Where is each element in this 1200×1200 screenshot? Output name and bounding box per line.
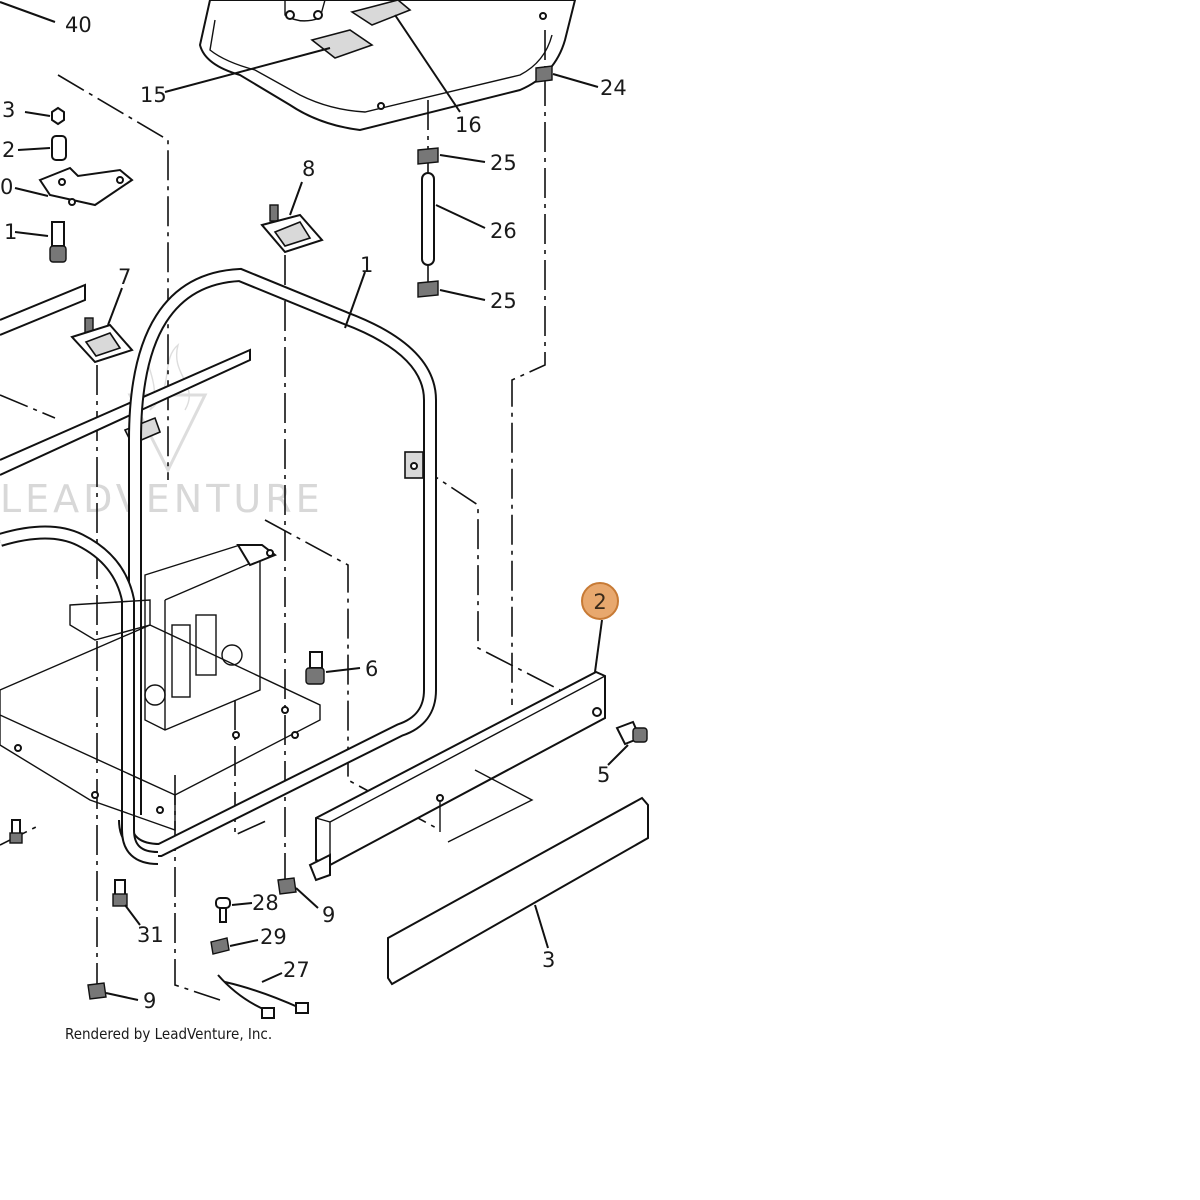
part-label-7: 7 bbox=[118, 265, 131, 289]
watermark-text: LEADVENTURE bbox=[0, 477, 324, 521]
side-plate-part-2 bbox=[308, 619, 606, 882]
watermark: LEADVENTURE bbox=[0, 329, 324, 521]
part-label-25b: 25 bbox=[490, 289, 517, 313]
part-label-1b: 1 bbox=[360, 253, 373, 277]
mount-7 bbox=[70, 287, 134, 364]
part-label-1a: 1 bbox=[4, 220, 17, 244]
mount-8 bbox=[260, 181, 324, 254]
fuel-tank bbox=[198, 0, 577, 132]
part-label-3b: 3 bbox=[542, 948, 555, 972]
part-label-24: 24 bbox=[600, 76, 627, 100]
left-bracket-parts bbox=[14, 106, 134, 263]
tube-parts bbox=[417, 147, 486, 301]
main-frame bbox=[0, 267, 437, 865]
highlight-callout[interactable]: 2 bbox=[581, 582, 619, 620]
part-label-3a: 3 bbox=[2, 98, 15, 122]
part-label-31: 31 bbox=[137, 923, 164, 947]
highlight-circle[interactable] bbox=[581, 582, 619, 620]
part-label-16: 16 bbox=[455, 113, 482, 137]
part-label-8: 8 bbox=[302, 157, 315, 181]
nut-24 bbox=[535, 65, 599, 88]
part-label-9b: 9 bbox=[143, 989, 156, 1013]
part-label-5: 5 bbox=[597, 763, 610, 787]
part-label-28: 28 bbox=[252, 891, 279, 915]
highlight-label[interactable]: 2 bbox=[593, 590, 606, 614]
bottom-parts bbox=[9, 819, 319, 1019]
part-label-9a: 9 bbox=[322, 903, 335, 927]
part-label-15: 15 bbox=[140, 83, 167, 107]
frame-sheets bbox=[0, 283, 251, 476]
part-label-26: 26 bbox=[490, 219, 517, 243]
part-label-25a: 25 bbox=[490, 151, 517, 175]
label-plate-3 bbox=[387, 796, 649, 986]
part-label-27: 27 bbox=[283, 958, 310, 982]
control-box bbox=[69, 544, 278, 731]
footer-credit: Rendered by LeadVenture, Inc. bbox=[65, 1025, 272, 1043]
part-label-6: 6 bbox=[365, 657, 378, 681]
part-label-2a: 2 bbox=[2, 138, 15, 162]
part-label-29: 29 bbox=[260, 925, 287, 949]
part-labels: 40 15 16 24 3 2 0 1 8 25 26 25 1 7 6 5 3… bbox=[0, 13, 627, 1013]
part-label-40: 40 bbox=[65, 13, 92, 37]
bolt-5 bbox=[607, 720, 648, 766]
base-platform bbox=[0, 624, 321, 831]
part-label-0: 0 bbox=[0, 175, 13, 199]
bolt-6 bbox=[305, 651, 361, 685]
